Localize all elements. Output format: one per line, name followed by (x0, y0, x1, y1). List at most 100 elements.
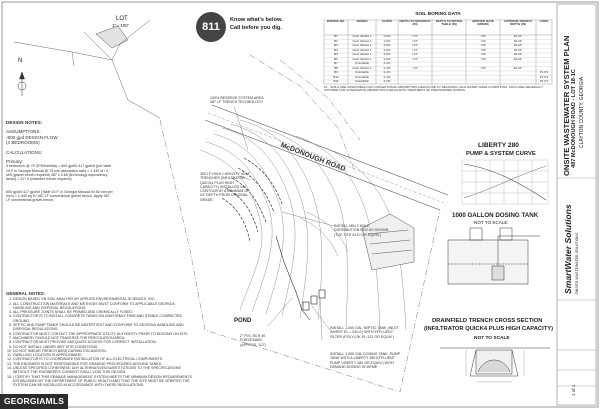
general-note-item: CONTRACTOR MUST PROVIDE ADEQUATE ACCESS … (13, 340, 192, 344)
property-boundary (159, 54, 441, 393)
soil-table-cell: Cecil Variant 1 (352, 56, 372, 61)
soil-table-cell: Cecil Variant 1 (352, 34, 372, 38)
soil-table-cell: B7 (334, 61, 338, 65)
soil-table-cell: 4-6% (383, 34, 391, 38)
soil-table-row: B2 Cecil Variant 1 4-6% >72" >60 18-24" (324, 39, 552, 44)
calculations-title: CALCULATIONS: (6, 149, 43, 155)
title-block: ONSITE WASTEWATER SYSTEM PLAN 487 McDONO… (559, 8, 595, 398)
soil-table-header-cell: ABSORP. RATE (MIN/IN) (471, 19, 495, 27)
soil-table-cell: 18-24" (513, 56, 523, 61)
soil-table-cell: P1,P4 (539, 74, 549, 79)
soil-table-cell: 2-4% (383, 79, 391, 83)
general-note-item: DO NOT SMEAR TRENCH BASE DURING EXCAVATI… (13, 349, 192, 353)
general-note-item: ALL PRESSURE JOINTS SHALL BE PRIMED AND … (13, 310, 192, 314)
general-note-item: DO NOT INSTALL UNDER WET SITE CONDITIONS… (13, 345, 192, 349)
soil-table-cell: >60 (480, 38, 486, 43)
soil-table-cell: 2-4% (383, 74, 391, 79)
pump-curve-title: LIBERTY 280 (478, 142, 519, 149)
call-811-badge: 811 (196, 12, 226, 42)
general-note-item: SEPTIC AND PUMP TANKS SHOULD BE WATERTIG… (13, 323, 192, 332)
reserve-text: 600 gpd/0.417 gpd/sf (Table 10.F. in Geo… (6, 189, 113, 203)
soil-table-cell: 4-6% (383, 43, 391, 47)
title-block-company-sub: ONSITE WASTEWATER SOLUTIONS (575, 232, 579, 294)
soil-table-cell: B11 (333, 79, 339, 83)
general-notes-list: DESIGN BASED ON SOIL ANALYSIS BY APPLIED… (6, 297, 192, 387)
soil-table-cell: 2-4% (383, 70, 391, 74)
trench-cross-section-drawing (440, 347, 550, 377)
general-note-item: CONTRACTOR MUST CONTACT THE APPROPRIATE … (13, 332, 192, 336)
lot-title: LOT (116, 16, 128, 22)
soil-table-grid (323, 19, 553, 85)
soil-table-cell: >60 (480, 65, 486, 70)
general-note-item: THE ENGINEER IS NOT RESPONSIBLE FOR GRAD… (13, 362, 192, 366)
soil-table-cell: 18-24" (513, 47, 523, 52)
mls-badge: GEORGIAMLS (0, 394, 69, 409)
soil-table-cell: >60 (480, 47, 486, 52)
soil-table-header-cell: OPTIMUM TRENCH DEPTH (IN) (504, 19, 532, 27)
primary-text: 4 bedrooms @ 75 GPD/bed/day = 600 gpd/0.… (6, 164, 112, 182)
soil-table-cell: Cecil Variant 1 (352, 52, 372, 56)
general-note-item: CONTRACTOR IS TO INSTALL CONCRETE TANKS … (13, 314, 192, 323)
general-notes: GENERAL NOTES: DESIGN BASED ON SOIL ANAL… (6, 291, 192, 388)
soil-table-cell: 2-4% (383, 61, 391, 65)
soil-table-cell: B10 (333, 74, 339, 79)
trench-section-title: DRAINFIELD TRENCH CROSS SECTION (432, 318, 543, 324)
soil-table-cell: Cecil Variant 1 (352, 47, 372, 52)
soil-table-cell: >72" (411, 47, 419, 52)
soil-table-title: SOIL BORING DATA (415, 12, 461, 17)
call-811-line2: Call before you dig. (230, 25, 282, 31)
contour-lines (199, 119, 407, 331)
general-note-item: DESIGN BASED ON SOIL ANALYSIS BY APPLIED… (13, 297, 192, 301)
general-note-item: I CERTIFY THAT THIS SEWAGE MANAGEMENT SY… (13, 375, 192, 388)
soil-table-cell: B1 (334, 34, 338, 38)
lot-sketch (13, 19, 161, 119)
soil-table-cell: >72" (411, 38, 419, 43)
title-block-title: ONSITE WASTEWATER SYSTEM PLAN (562, 35, 571, 176)
soil-table-rowlines (324, 39, 552, 81)
soil-table-cell: 18-24" (513, 65, 523, 70)
soil-table-cell: >60 (480, 43, 486, 47)
title-block-address: 487 McDONOUGH ROAD - LOT 18-1C (571, 69, 577, 168)
soil-table-header-cell: SERIES (356, 19, 368, 23)
general-note-item: DWELLING LOCATION IS APPROXIMATE. (13, 353, 192, 357)
soil-table-cell: Cecil Variant 1 (352, 65, 372, 70)
title-block-company: SmartWater Solutions (563, 204, 573, 294)
soil-table-cell: B2 (334, 38, 338, 43)
callout-pump-tank: INSTALL 1,000 GAL DOSING TANK, PUMP TANK… (330, 352, 400, 369)
soil-table-cell: >72" (411, 34, 419, 38)
title-block-county: CLAYTON COUNTY, GEORGIA (579, 76, 585, 148)
soil-table-cell: B9 (334, 70, 338, 74)
soil-table-cell: 18-24" (513, 43, 523, 47)
general-notes-title: GENERAL NOTES: (6, 291, 46, 296)
soil-table-cell: >60 (480, 34, 486, 38)
soil-table-cell: B6 (334, 56, 338, 61)
soil-table-cell: >60 (480, 52, 486, 56)
pump-curve-graph (461, 159, 549, 205)
soil-table-cell: P1,P4 (539, 79, 549, 83)
callout-forcemain: 2" PVC SCH 40 FORCEMAIN (APPROX. 112') (240, 334, 266, 347)
soil-table-cell: >72" (411, 43, 419, 47)
soil-table-cell: B8 (334, 65, 338, 70)
soil-table-cell: Unsuitable (354, 74, 370, 79)
soil-table-cell: 18-24" (513, 52, 523, 56)
soil-table-cell: 4-6% (383, 52, 391, 56)
soil-table-cell: Cecil Variant 1 (352, 38, 372, 43)
soil-table-cell: >60 (480, 56, 486, 61)
drainfield-trenches (221, 157, 283, 243)
soil-table-cell: B5 (334, 52, 338, 56)
dosing-tank-subtitle: NOT TO SCALE (474, 220, 508, 225)
north-arrow (17, 71, 27, 96)
soil-table-header-cell: SLOPE (381, 19, 393, 23)
soil-table-header-cell: BORING NO. (326, 19, 346, 23)
soil-table-cell: Unsuitable (354, 79, 370, 83)
